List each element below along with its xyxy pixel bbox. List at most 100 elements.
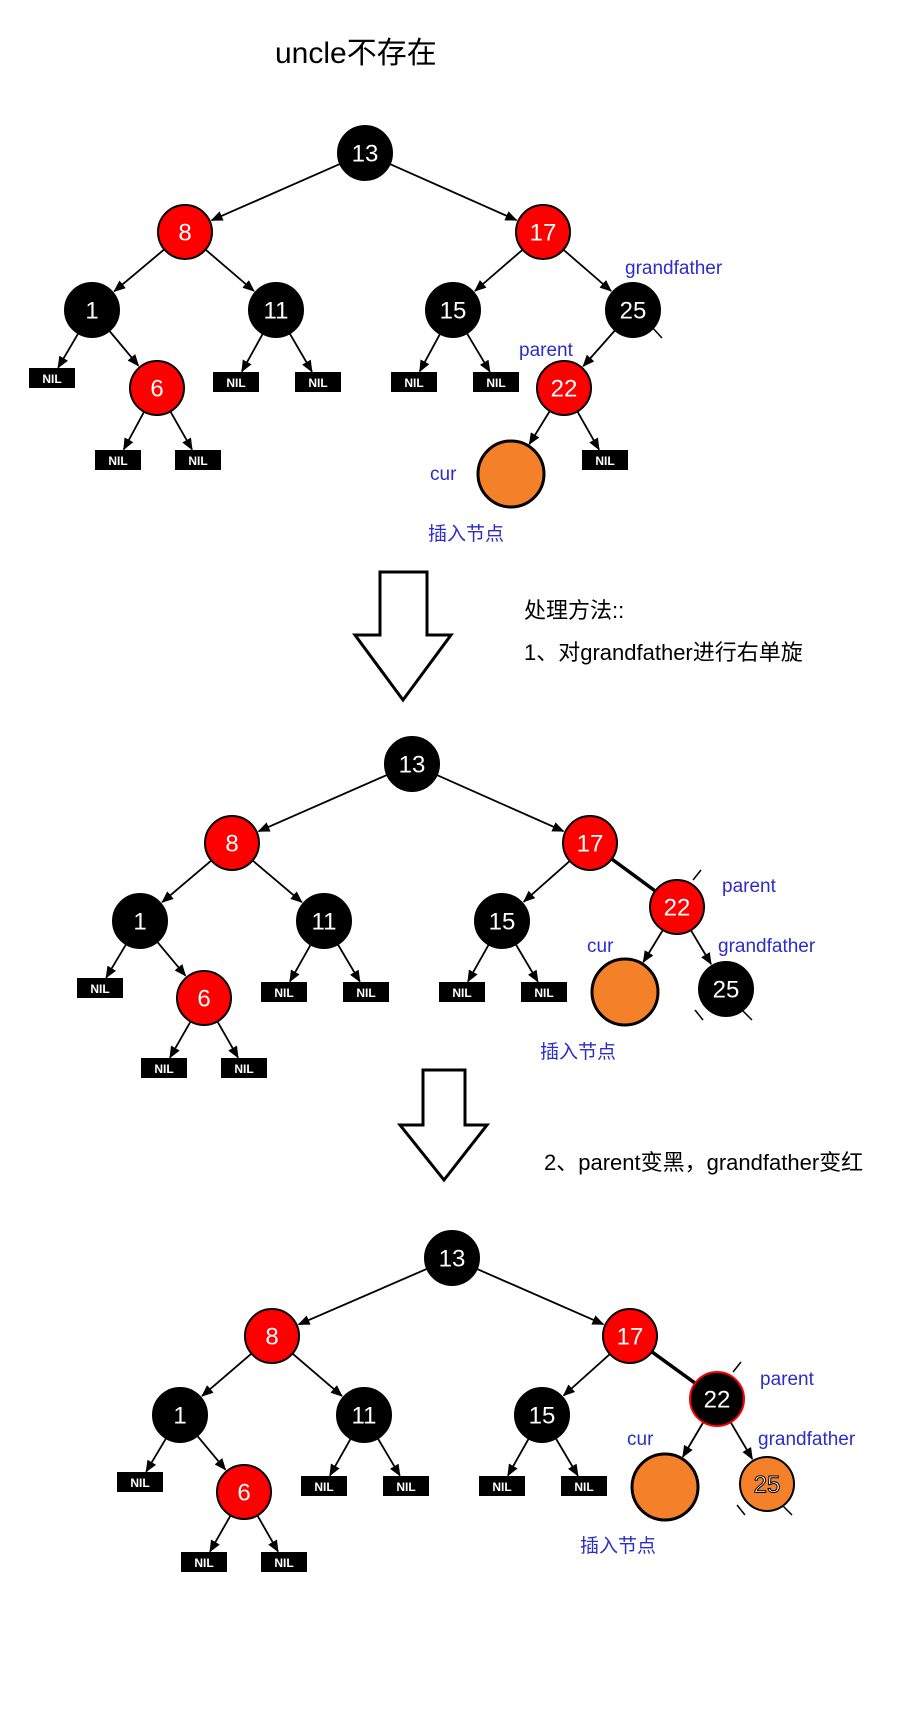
node-value: 13 — [439, 1246, 466, 1273]
label-grandfather-1: grandfather — [625, 258, 723, 279]
tree-edge — [161, 859, 212, 903]
label-grandfather-3: grandfather — [758, 1429, 856, 1450]
nil-leaf — [261, 1552, 307, 1572]
tree-node-17 — [562, 815, 618, 871]
label-parent-3: parent — [760, 1369, 815, 1390]
inserted-node — [630, 1452, 700, 1522]
label-cur-3: cur — [627, 1429, 654, 1450]
tree-node-17 — [602, 1308, 658, 1364]
inserted-node — [476, 439, 546, 509]
rotated-edge — [610, 857, 657, 893]
nil-edge — [122, 411, 145, 451]
tree-edge — [528, 410, 551, 446]
nil-edge — [576, 411, 600, 451]
nil-label: NIL — [188, 454, 207, 468]
nil-label: NIL — [108, 454, 127, 468]
node-value: 17 — [617, 1324, 644, 1351]
tree-node-6 — [129, 360, 185, 416]
nil-edge — [467, 944, 490, 983]
nil-edge — [241, 333, 264, 373]
scribble-mark — [732, 1361, 742, 1373]
down-arrow-1 — [352, 570, 454, 703]
tree-node-22 — [536, 360, 592, 416]
nil-leaf — [29, 368, 75, 388]
node-value: 8 — [178, 220, 191, 247]
nil-leaf — [383, 1476, 429, 1496]
node-value: 1 — [173, 1403, 186, 1430]
node-value: 6 — [150, 376, 163, 403]
nil-leaf — [582, 450, 628, 470]
tree-node-15 — [474, 893, 530, 949]
nil-label: NIL — [595, 454, 614, 468]
node-value: 6 — [197, 986, 210, 1013]
diagram-title: uncle不存在 — [275, 37, 437, 70]
node-value: 13 — [399, 752, 426, 779]
nil-edge — [169, 1020, 192, 1059]
scribble-mark — [781, 1504, 793, 1516]
tree-edge — [196, 1435, 227, 1471]
method-heading: 处理方法:: — [524, 598, 624, 623]
nil-label: NIL — [492, 1480, 511, 1494]
nil-leaf — [439, 982, 485, 1002]
tree-edge — [562, 1353, 611, 1397]
node-value: 6 — [237, 1480, 250, 1507]
tree-node-11 — [336, 1387, 392, 1443]
nil-leaf — [95, 450, 141, 470]
nil-label: NIL — [274, 986, 293, 1000]
tree-edge — [690, 929, 712, 965]
label-parent-2: parent — [722, 876, 777, 897]
node-value: 15 — [489, 909, 516, 936]
scribble-mark — [741, 1009, 753, 1021]
node-value: 17 — [530, 220, 557, 247]
nil-leaf — [77, 978, 123, 998]
inserted-node — [590, 957, 660, 1027]
tree-edge — [582, 329, 616, 368]
tree-node-11 — [296, 893, 352, 949]
tree-node-15 — [514, 1387, 570, 1443]
step-1-text: 1、对grandfather进行右单旋 — [524, 640, 803, 665]
node-value: 8 — [265, 1324, 278, 1351]
tree-node-11 — [248, 282, 304, 338]
tree-node-8 — [244, 1308, 300, 1364]
label-inserted-1: 插入节点 — [428, 523, 504, 545]
tree-edge — [474, 249, 524, 292]
nil-leaf — [175, 450, 221, 470]
nil-leaf — [479, 1476, 525, 1496]
nil-label: NIL — [130, 1476, 149, 1490]
nil-leaf — [261, 982, 307, 1002]
tree-edge — [682, 1421, 705, 1458]
nil-leaf — [473, 372, 519, 392]
nil-label: NIL — [194, 1556, 213, 1570]
nil-edge — [336, 943, 361, 983]
nil-label: NIL — [574, 1480, 593, 1494]
nil-edge — [256, 1514, 279, 1553]
nil-edge — [288, 332, 313, 373]
scribble-mark — [692, 869, 702, 881]
nil-label: NIL — [396, 1480, 415, 1494]
tree-edge — [204, 248, 255, 292]
scribble-mark — [736, 1504, 746, 1516]
node-value: 1 — [85, 298, 98, 325]
down-arrow-2 — [396, 1068, 491, 1183]
nil-leaf — [141, 1058, 187, 1078]
nil-label: NIL — [226, 376, 245, 390]
tree-edge — [252, 859, 303, 903]
nil-edge — [145, 1437, 167, 1473]
node-value: 11 — [264, 298, 289, 325]
tree-edge — [156, 941, 187, 977]
nil-edge — [514, 943, 539, 983]
nil-label: NIL — [534, 986, 553, 1000]
tree-edge — [113, 248, 165, 293]
tree-node-13 — [424, 1230, 480, 1286]
nil-label: NIL — [486, 376, 505, 390]
node-value: 1 — [133, 909, 146, 936]
nil-label: NIL — [234, 1062, 253, 1076]
nil-label: NIL — [314, 1480, 333, 1494]
nil-label: NIL — [452, 986, 471, 1000]
tree-edge — [257, 774, 388, 833]
nil-label: NIL — [404, 376, 423, 390]
node-value: 13 — [352, 141, 379, 168]
tree-node-17 — [515, 204, 571, 260]
tree-edge — [108, 330, 140, 367]
tree-edge — [522, 860, 571, 903]
